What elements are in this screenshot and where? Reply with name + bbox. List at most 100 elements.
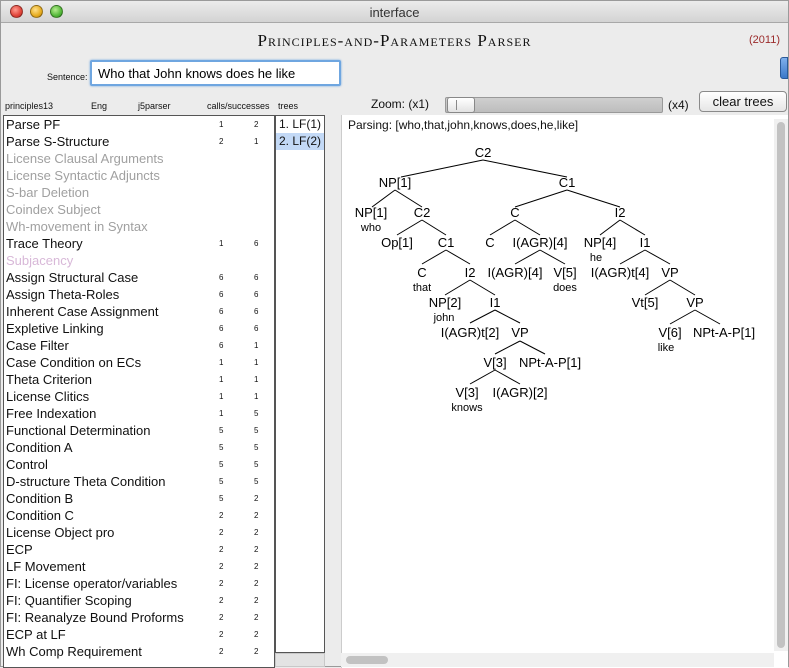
principle-calls: 6 [219, 290, 224, 299]
node-V5: V[5] [553, 265, 576, 280]
principle-calls: 5 [219, 426, 224, 435]
word-he: he [590, 252, 602, 264]
principle-name: Parse PF [6, 117, 61, 132]
node-I2b: I2 [465, 265, 476, 280]
trees-scrollbar[interactable] [275, 653, 325, 667]
principle-successes: 2 [254, 562, 259, 571]
node-Cb: C [485, 235, 494, 250]
principle-successes: 2 [254, 511, 259, 520]
principle-row[interactable]: License Clausal Arguments [4, 150, 274, 167]
tree-canvas: Parsing: [who,that,john,knows,does,he,li… [341, 115, 788, 668]
principle-row[interactable]: License Syntactic Adjuncts [4, 167, 274, 184]
principle-name: Free Indexation [6, 406, 97, 421]
minimize-icon[interactable] [30, 5, 43, 18]
parsing-text: Parsing: [who,that,john,knows,does,he,li… [348, 118, 579, 132]
node-C: C [510, 205, 519, 220]
canvas-vertical-scroll-thumb[interactable] [777, 122, 785, 648]
node-C2: C2 [475, 145, 492, 160]
principle-successes: 5 [254, 409, 259, 418]
node-VP: VP [661, 265, 678, 280]
side-handle[interactable] [780, 57, 788, 79]
principle-successes: 2 [254, 545, 259, 554]
close-icon[interactable] [10, 5, 23, 18]
principle-name: Coindex Subject [6, 202, 101, 217]
node-IAGRt2: I(AGR)t[2] [441, 325, 500, 340]
principle-row[interactable]: Coindex Subject [4, 201, 274, 218]
principle-successes: 2 [254, 494, 259, 503]
principle-name: Inherent Case Assignment [6, 304, 159, 319]
clear-trees-button[interactable]: clear trees [699, 91, 787, 112]
principle-calls: 2 [219, 545, 224, 554]
principle-successes: 5 [254, 460, 259, 469]
tree-list-item[interactable]: 2. LF(2) [276, 133, 324, 150]
principle-name: ECP at LF [6, 627, 66, 642]
title-bar: interface [1, 1, 788, 23]
principle-name: Wh-movement in Syntax [6, 219, 148, 234]
tree-list-item[interactable]: 1. LF(1) [279, 117, 322, 131]
principle-calls: 1 [219, 358, 224, 367]
zoom-max-label: (x4) [668, 98, 689, 112]
principle-row[interactable]: Subjacency [4, 252, 274, 269]
word-like: like [658, 342, 675, 354]
word-does: does [553, 282, 577, 294]
principle-successes: 6 [254, 290, 259, 299]
principle-successes: 1 [254, 341, 259, 350]
zoom-window-icon[interactable] [50, 5, 63, 18]
principle-successes: 5 [254, 477, 259, 486]
principle-calls: 2 [219, 596, 224, 605]
node-IAGR2: I(AGR)[2] [493, 385, 548, 400]
principle-calls: 1 [219, 375, 224, 384]
node-VPb: VP [686, 295, 703, 310]
principle-name: FI: Reanalyze Bound Proforms [6, 610, 184, 625]
zoom-slider-thumb[interactable] [447, 97, 475, 113]
principle-name: FI: License operator/variables [6, 576, 178, 591]
word-who: who [360, 222, 381, 234]
principle-successes: 1 [254, 358, 259, 367]
principle-row[interactable]: FI: Quantifier Scoping 2 2 [4, 592, 274, 609]
principle-calls: 2 [219, 647, 224, 656]
principle-name: FI: Quantifier Scoping [6, 593, 132, 608]
principle-row[interactable]: Wh-movement in Syntax [4, 218, 274, 235]
principle-successes: 2 [254, 579, 259, 588]
canvas-horizontal-scrollbar[interactable] [341, 653, 774, 667]
principle-successes: 5 [254, 443, 259, 452]
principle-successes: 2 [254, 596, 259, 605]
principle-name: Expletive Linking [6, 321, 104, 336]
node-V6: V[6] [658, 325, 681, 340]
node-NPtAP1b: NPt-A-P[1] [519, 355, 581, 370]
node-V3: V[3] [483, 355, 506, 370]
principle-row[interactable]: S-bar Deletion [4, 184, 274, 201]
principle-successes: 6 [254, 273, 259, 282]
zoom-slider[interactable] [445, 97, 663, 113]
principle-calls: 6 [219, 307, 224, 316]
sentence-label: Sentence: [47, 72, 88, 82]
sentence-input[interactable]: Who that John knows does he like [90, 60, 341, 86]
canvas-horizontal-scroll-thumb[interactable] [346, 656, 388, 664]
node-NP4: NP[4] [584, 235, 617, 250]
